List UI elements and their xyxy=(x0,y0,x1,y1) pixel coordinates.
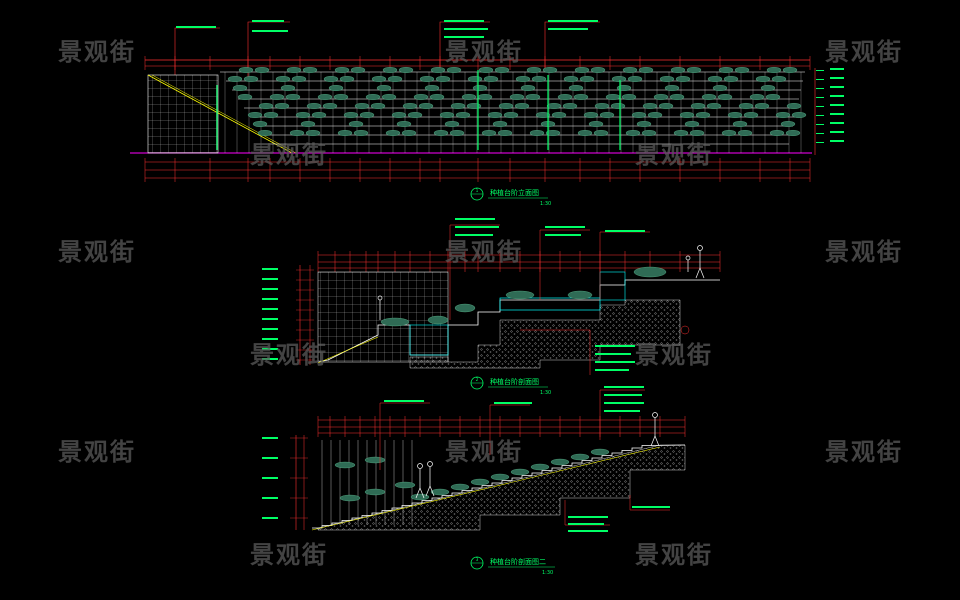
drawing-2-title: 种植台阶剖面图 xyxy=(490,377,539,386)
drawing-3-section: 3 种植台阶剖面图二 1:30 xyxy=(262,386,686,576)
watermark: 景观街 xyxy=(825,438,903,466)
drawing-2-number: 2 xyxy=(476,377,479,382)
watermark: 景观街 xyxy=(635,341,713,369)
drawing-1-elevation: 1 种植台阶立面图 1:30 xyxy=(130,20,844,207)
drawing-3-scale: 1:30 xyxy=(542,570,553,576)
drawing-3-number: 3 xyxy=(476,557,479,562)
watermark: 景观街 xyxy=(445,238,523,266)
drawing-2-scale: 1:30 xyxy=(540,390,551,396)
watermark: 景观街 xyxy=(250,541,328,569)
watermark: 景观街 xyxy=(58,238,136,266)
watermark: 景观街 xyxy=(635,141,713,169)
drawing-3-title: 种植台阶剖面图二 xyxy=(490,557,546,566)
watermark: 景观街 xyxy=(58,38,136,66)
watermark: 景观街 xyxy=(825,238,903,266)
drawing-2-section: 2 种植台阶剖面图 1:30 xyxy=(262,218,721,396)
drawing-1-number: 1 xyxy=(476,188,479,193)
watermark: 景观街 xyxy=(825,38,903,66)
drawing-1-title: 种植台阶立面图 xyxy=(490,188,539,197)
drawing-1-scale: 1:30 xyxy=(540,201,551,207)
watermark: 景观街 xyxy=(445,38,523,66)
watermark: 景观街 xyxy=(250,141,328,169)
watermark: 景观街 xyxy=(250,341,328,369)
watermark: 景观街 xyxy=(635,541,713,569)
watermark: 景观街 xyxy=(445,438,523,466)
watermark: 景观街 xyxy=(58,438,136,466)
